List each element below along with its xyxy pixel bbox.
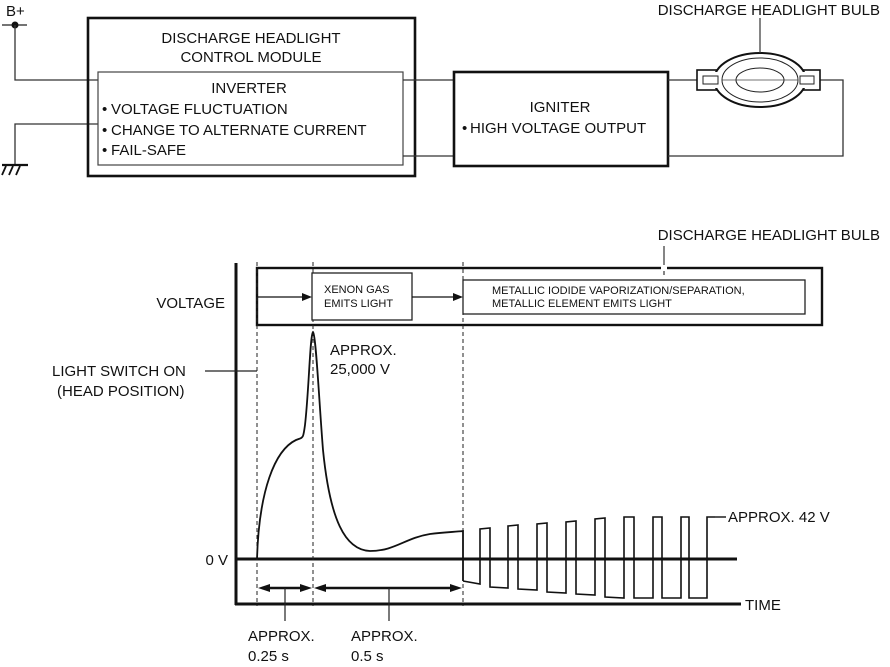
inverter-function-1: VOLTAGE FLUCTUATION [111, 101, 288, 118]
stage-metallic-line-1: METALLIC IODIDE VAPORIZATION/SEPARATION, [492, 285, 745, 297]
stage-metallic-line-2: METALLIC ELEMENT EMITS LIGHT [492, 298, 672, 310]
peak-label-2: 25,000 V [330, 361, 390, 378]
interval-2-arrow [314, 584, 462, 592]
ground-wire [14, 123, 98, 165]
inverter-function-3: FAIL-SAFE [111, 142, 186, 159]
stage-bar [255, 266, 824, 327]
igniter-function-1: HIGH VOLTAGE OUTPUT [470, 120, 646, 137]
inverter-box [97, 71, 404, 166]
stage-xenon-line-1: XENON GAS [324, 284, 389, 296]
peak-label-1: APPROX. [330, 342, 397, 359]
control-module-title-1: DISCHARGE HEADLIGHT [161, 30, 340, 47]
stage-xenon-line-2: EMITS LIGHT [324, 298, 393, 310]
wire-bulb-return [668, 79, 844, 157]
time-axis-label: TIME [745, 597, 781, 614]
discharge-bulb-icon [696, 52, 821, 108]
bulb-label: DISCHARGE HEADLIGHT BULB [658, 2, 880, 19]
switch-label-1: LIGHT SWITCH ON [52, 363, 186, 380]
stage-metallic-box [462, 279, 806, 315]
power-wire [14, 25, 98, 81]
interval-1-label-2: 0.25 s [248, 648, 289, 665]
inverter-bullet: • [102, 122, 107, 139]
control-module-box [86, 16, 417, 178]
interval-1-label-1: APPROX. [248, 628, 315, 645]
ground-icon [1, 163, 28, 176]
igniter-bullet: • [462, 120, 467, 137]
switch-label-2: (HEAD POSITION) [57, 383, 185, 400]
interval-2-label-2: 0.5 s [351, 648, 384, 665]
igniter-title: IGNITER [530, 99, 591, 116]
interval-2-label-1: APPROX. [351, 628, 418, 645]
inverter-function-2: CHANGE TO ALTERNATE CURRENT [111, 122, 367, 139]
ac-square-wave [462, 516, 715, 599]
circuit-diagram: B+ DISCHARGE HEADLIGHT CONTROL MODULE IN… [1, 2, 880, 178]
zero-volt-label: 0 V [205, 552, 228, 569]
inverter-bullet: • [102, 142, 107, 159]
inverter-bullet: • [102, 101, 107, 118]
stage-arrow-2-head [453, 293, 463, 301]
voltage-label: VOLTAGE [156, 295, 225, 312]
voltage-curve [256, 330, 464, 581]
timing-diagram: DISCHARGE HEADLIGHT BULB VOLTAGE XENON G… [52, 227, 880, 665]
igniter-box [452, 70, 670, 168]
timing-bulb-label: DISCHARGE HEADLIGHT BULB [658, 227, 880, 244]
battery-label: B+ [6, 3, 25, 20]
stage-arrow-1-head [302, 293, 312, 301]
control-module-title-2: CONTROL MODULE [180, 49, 321, 66]
stage-xenon-box [311, 272, 413, 321]
inverter-title: INVERTER [211, 80, 287, 97]
leader-gap [661, 265, 667, 271]
steady-voltage-label: APPROX. 42 V [728, 509, 830, 526]
